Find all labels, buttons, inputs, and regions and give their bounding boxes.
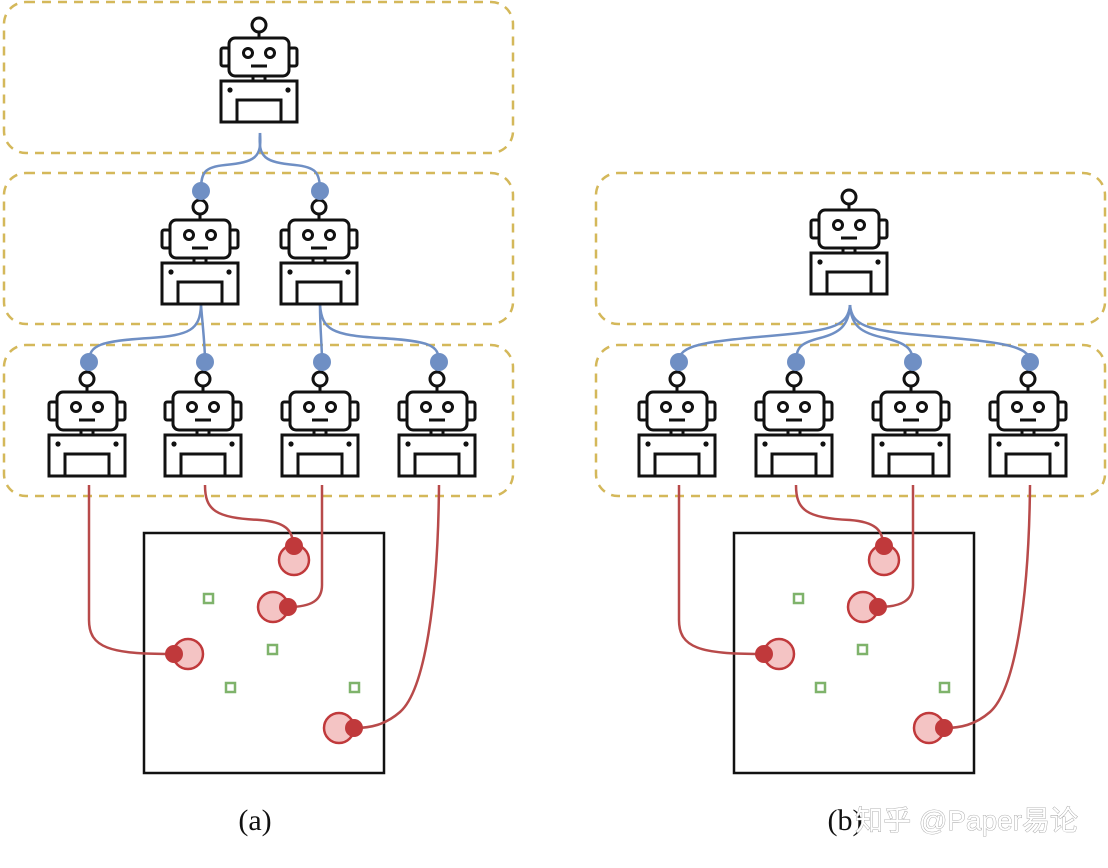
robot-icon xyxy=(871,370,951,478)
robot-icon xyxy=(397,370,477,478)
link-node xyxy=(787,353,805,371)
central-links xyxy=(677,304,1032,363)
robot-icon xyxy=(219,16,299,124)
landmarks xyxy=(792,592,951,694)
hierarchy-links xyxy=(87,132,441,363)
link-node xyxy=(904,353,922,371)
robot-icon xyxy=(47,370,127,478)
group-box-level-1 xyxy=(2,0,515,155)
target-dot xyxy=(279,598,297,616)
target-dot xyxy=(345,719,363,737)
watermark: 知乎 @Paper易论 xyxy=(855,805,1078,836)
robot-icon xyxy=(809,188,889,296)
link-node xyxy=(192,182,210,200)
link-node xyxy=(196,353,214,371)
robot-icon xyxy=(279,198,359,306)
link-nodes xyxy=(80,182,448,371)
group-box-workers xyxy=(594,343,1107,498)
link-node xyxy=(313,353,331,371)
group-box-leader xyxy=(594,171,1107,326)
target-dot xyxy=(935,719,953,737)
robot-icon xyxy=(988,370,1068,478)
square-landmark-icon xyxy=(348,681,361,694)
square-landmark-icon xyxy=(938,681,951,694)
square-landmark-icon xyxy=(266,643,279,656)
landmarks xyxy=(202,592,361,694)
panel-b: (b) xyxy=(594,171,1107,837)
link-node xyxy=(311,182,329,200)
robot-icon xyxy=(637,370,717,478)
targets xyxy=(165,537,363,745)
panel-a: (a) xyxy=(2,0,515,837)
robot-icon xyxy=(754,370,834,478)
panel-caption-b: (b) xyxy=(828,804,863,837)
square-landmark-icon xyxy=(224,681,237,694)
target-dot xyxy=(165,645,183,663)
group-box-level-3 xyxy=(2,343,515,498)
group-box-level-2 xyxy=(2,171,515,326)
link-nodes xyxy=(670,353,1039,371)
robot-icon xyxy=(160,198,240,306)
link-node xyxy=(1021,353,1039,371)
target-dot xyxy=(869,598,887,616)
square-landmark-icon xyxy=(202,592,215,605)
link-node xyxy=(430,353,448,371)
robot-icon xyxy=(163,370,243,478)
panel-caption-a: (a) xyxy=(238,804,271,837)
link-node xyxy=(80,353,98,371)
link-node xyxy=(670,353,688,371)
target-dot xyxy=(875,537,893,555)
targets xyxy=(755,537,953,745)
square-landmark-icon xyxy=(856,643,869,656)
square-landmark-icon xyxy=(814,681,827,694)
target-dot xyxy=(285,537,303,555)
square-landmark-icon xyxy=(792,592,805,605)
target-dot xyxy=(755,645,773,663)
robot-icon xyxy=(280,370,360,478)
